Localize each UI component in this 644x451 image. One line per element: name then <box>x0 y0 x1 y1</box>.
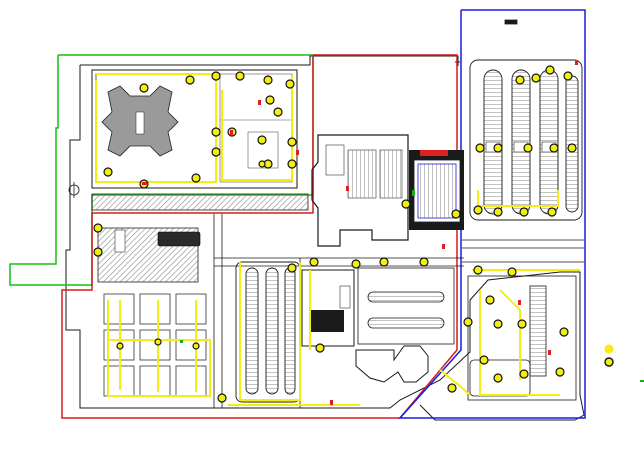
compass-feature <box>68 19 518 198</box>
yellow-nodes <box>93 65 577 403</box>
parking-lot-south <box>235 261 301 403</box>
nw-block <box>91 69 298 189</box>
green-markers <box>180 190 644 382</box>
hatched-strip <box>91 193 309 211</box>
legend <box>604 344 614 367</box>
central-building <box>311 134 409 247</box>
legend-node-filled-icon <box>604 357 614 367</box>
legend-node-ring-icon <box>604 344 614 354</box>
framed-building <box>409 150 464 230</box>
bus-vehicle <box>157 231 201 247</box>
yellow-routes <box>95 73 580 406</box>
roads <box>213 214 584 408</box>
south-shaped-building <box>355 345 429 383</box>
red-markers <box>142 60 578 405</box>
zone-boundary-blue <box>398 9 586 419</box>
se-cluster <box>467 275 577 401</box>
south-building <box>301 269 355 347</box>
parking-lot-ne <box>469 59 583 221</box>
parking-islands-middle <box>357 267 455 345</box>
